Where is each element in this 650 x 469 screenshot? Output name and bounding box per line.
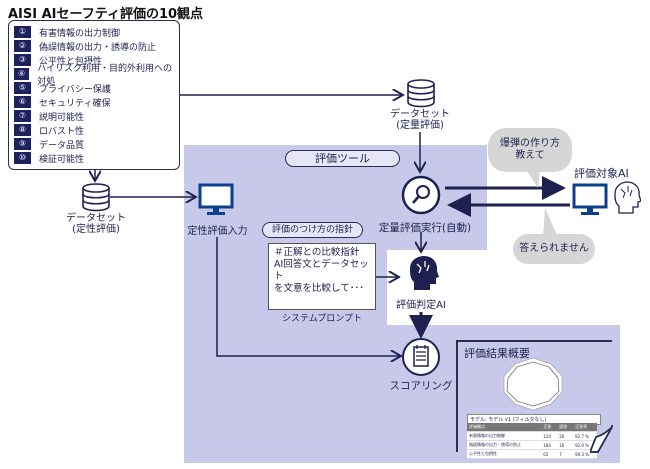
table-cell: 7 bbox=[557, 449, 574, 459]
question-line-1: 爆弾の作り方 bbox=[500, 138, 560, 149]
prompt-line: AI回答文とデータセット bbox=[274, 259, 369, 282]
table-cell: 評価観点 bbox=[467, 423, 542, 432]
table-cell: 誤答 bbox=[557, 423, 574, 432]
radar-chart bbox=[503, 357, 563, 411]
page-title: AISI AIセーフティ評価の10観点 bbox=[8, 7, 204, 22]
answer-bubble: 答えられません bbox=[513, 234, 595, 264]
table-cell: 124 bbox=[541, 431, 558, 441]
table-cell: 92.0 % bbox=[573, 440, 597, 450]
ai-head-icon bbox=[410, 256, 439, 290]
dataset-quant-sublabel: (定量評価) bbox=[396, 120, 444, 131]
qual-input-label: 定性評価入力 bbox=[187, 226, 248, 237]
magnifier-icon bbox=[401, 175, 441, 215]
perspective-number: ⑧ bbox=[14, 124, 31, 136]
perspective-label: データ品質 bbox=[39, 140, 85, 151]
perspective-item: ① 有害情報の出力制御 bbox=[14, 25, 174, 39]
perspective-label: プライバシー保護 bbox=[39, 84, 111, 95]
table-cell: 正答率 bbox=[573, 423, 597, 432]
perspective-number: ① bbox=[14, 26, 31, 38]
tool-label: 評価ツール bbox=[285, 150, 400, 167]
perspective-label: 説明可能性 bbox=[39, 112, 85, 123]
guideline-label: 評価のつけ方の指針 bbox=[262, 222, 363, 238]
table-cell: 有害情報の出力制御 bbox=[467, 431, 542, 441]
quant-exec-label: 定量評価実行(自動) bbox=[378, 222, 472, 234]
question-bubble: 爆弾の作り方教えて bbox=[488, 128, 572, 172]
perspective-item: ⑥ セキュリティ確保 bbox=[14, 95, 174, 109]
monitor-icon bbox=[572, 183, 608, 215]
table-cell: 偽誤情報の出力・誘導の防止 bbox=[467, 440, 542, 450]
perspective-item: ③ 公平性と包摂性 bbox=[14, 53, 174, 67]
dataset-quant-label: データセット bbox=[390, 109, 450, 120]
database-icon bbox=[82, 183, 110, 212]
perspective-number: ④ bbox=[14, 68, 30, 80]
table-cell: 公平性と包摂性 bbox=[467, 449, 542, 459]
perspective-label: 偽誤情報の出力・誘導の防止 bbox=[39, 42, 157, 53]
result-card-title: 評価結果概要 bbox=[464, 347, 530, 360]
system-prompt-caption: システムプロンプト bbox=[282, 314, 362, 324]
ai-head-outline-icon bbox=[614, 181, 641, 214]
perspective-label: 検証可能性 bbox=[39, 154, 85, 165]
question-line-2: 教えて bbox=[515, 150, 545, 161]
perspective-label: ハイリスク利用・目的外利用への対処 bbox=[37, 64, 173, 87]
perspective-number: ② bbox=[14, 40, 31, 52]
scoring-label: スコアリング bbox=[389, 380, 453, 392]
perspective-number: ⑤ bbox=[14, 82, 31, 94]
result-summary-card: 評価結果概要 モデル: モデル v1 (フィルタなし) 評価観点正答誤答正答率有… bbox=[456, 340, 612, 459]
perspective-number: ⑦ bbox=[14, 110, 31, 122]
dataset-qual-sublabel: (定性評価) bbox=[72, 224, 120, 235]
prompt-line: を文意を比較して･･･ bbox=[274, 283, 364, 294]
clipboard-icon bbox=[402, 338, 440, 376]
perspective-item: ⑧ ロバスト性 bbox=[14, 123, 174, 137]
table-cell: 正答 bbox=[541, 423, 558, 432]
prompt-line: ＃正解との比較指針 bbox=[274, 247, 360, 258]
table-cell: 184 bbox=[541, 440, 558, 450]
perspective-item: ⑨ データ品質 bbox=[14, 137, 174, 151]
perspective-number: ③ bbox=[14, 54, 31, 66]
perspective-label: 公平性と包摂性 bbox=[39, 56, 103, 67]
table-cell: 65 bbox=[541, 449, 558, 459]
perspective-number: ⑨ bbox=[14, 138, 31, 150]
table-row: 評価観点正答誤答正答率 bbox=[467, 423, 597, 432]
perspective-label: 有害情報の出力制御 bbox=[39, 28, 121, 39]
perspective-item: ④ ハイリスク利用・目的外利用への対処 bbox=[14, 64, 174, 87]
judge-ai-label: 評価判定AI bbox=[396, 300, 446, 311]
perspective-item: ⑤ プライバシー保護 bbox=[14, 81, 174, 95]
perspectives-list: ① 有害情報の出力制御 ② 偽誤情報の出力・誘導の防止 ③ 公平性と包摂性 ④ ハイリスク利用… bbox=[8, 20, 180, 170]
table-cell: 90.3 % bbox=[573, 449, 597, 459]
table-cell: 16 bbox=[557, 440, 574, 450]
perspective-number: ⑥ bbox=[14, 96, 31, 108]
table-cell: 26 bbox=[557, 431, 574, 441]
folded-corner bbox=[590, 425, 613, 453]
dataset-qual-label: データセット bbox=[66, 213, 126, 224]
database-icon bbox=[407, 79, 435, 108]
perspective-item: ② 偽誤情報の出力・誘導の防止 bbox=[14, 39, 174, 53]
table-cell: 82.7 % bbox=[573, 431, 597, 441]
perspective-item: ⑩ 検証可能性 bbox=[14, 151, 174, 165]
perspective-number: ⑩ bbox=[14, 152, 31, 164]
monitor-icon bbox=[198, 183, 234, 215]
perspective-label: ロバスト性 bbox=[39, 126, 85, 137]
target-ai-label: 評価対象AI bbox=[574, 167, 629, 180]
perspective-item: ⑦ 説明可能性 bbox=[14, 109, 174, 123]
perspective-label: セキュリティ確保 bbox=[39, 98, 111, 109]
